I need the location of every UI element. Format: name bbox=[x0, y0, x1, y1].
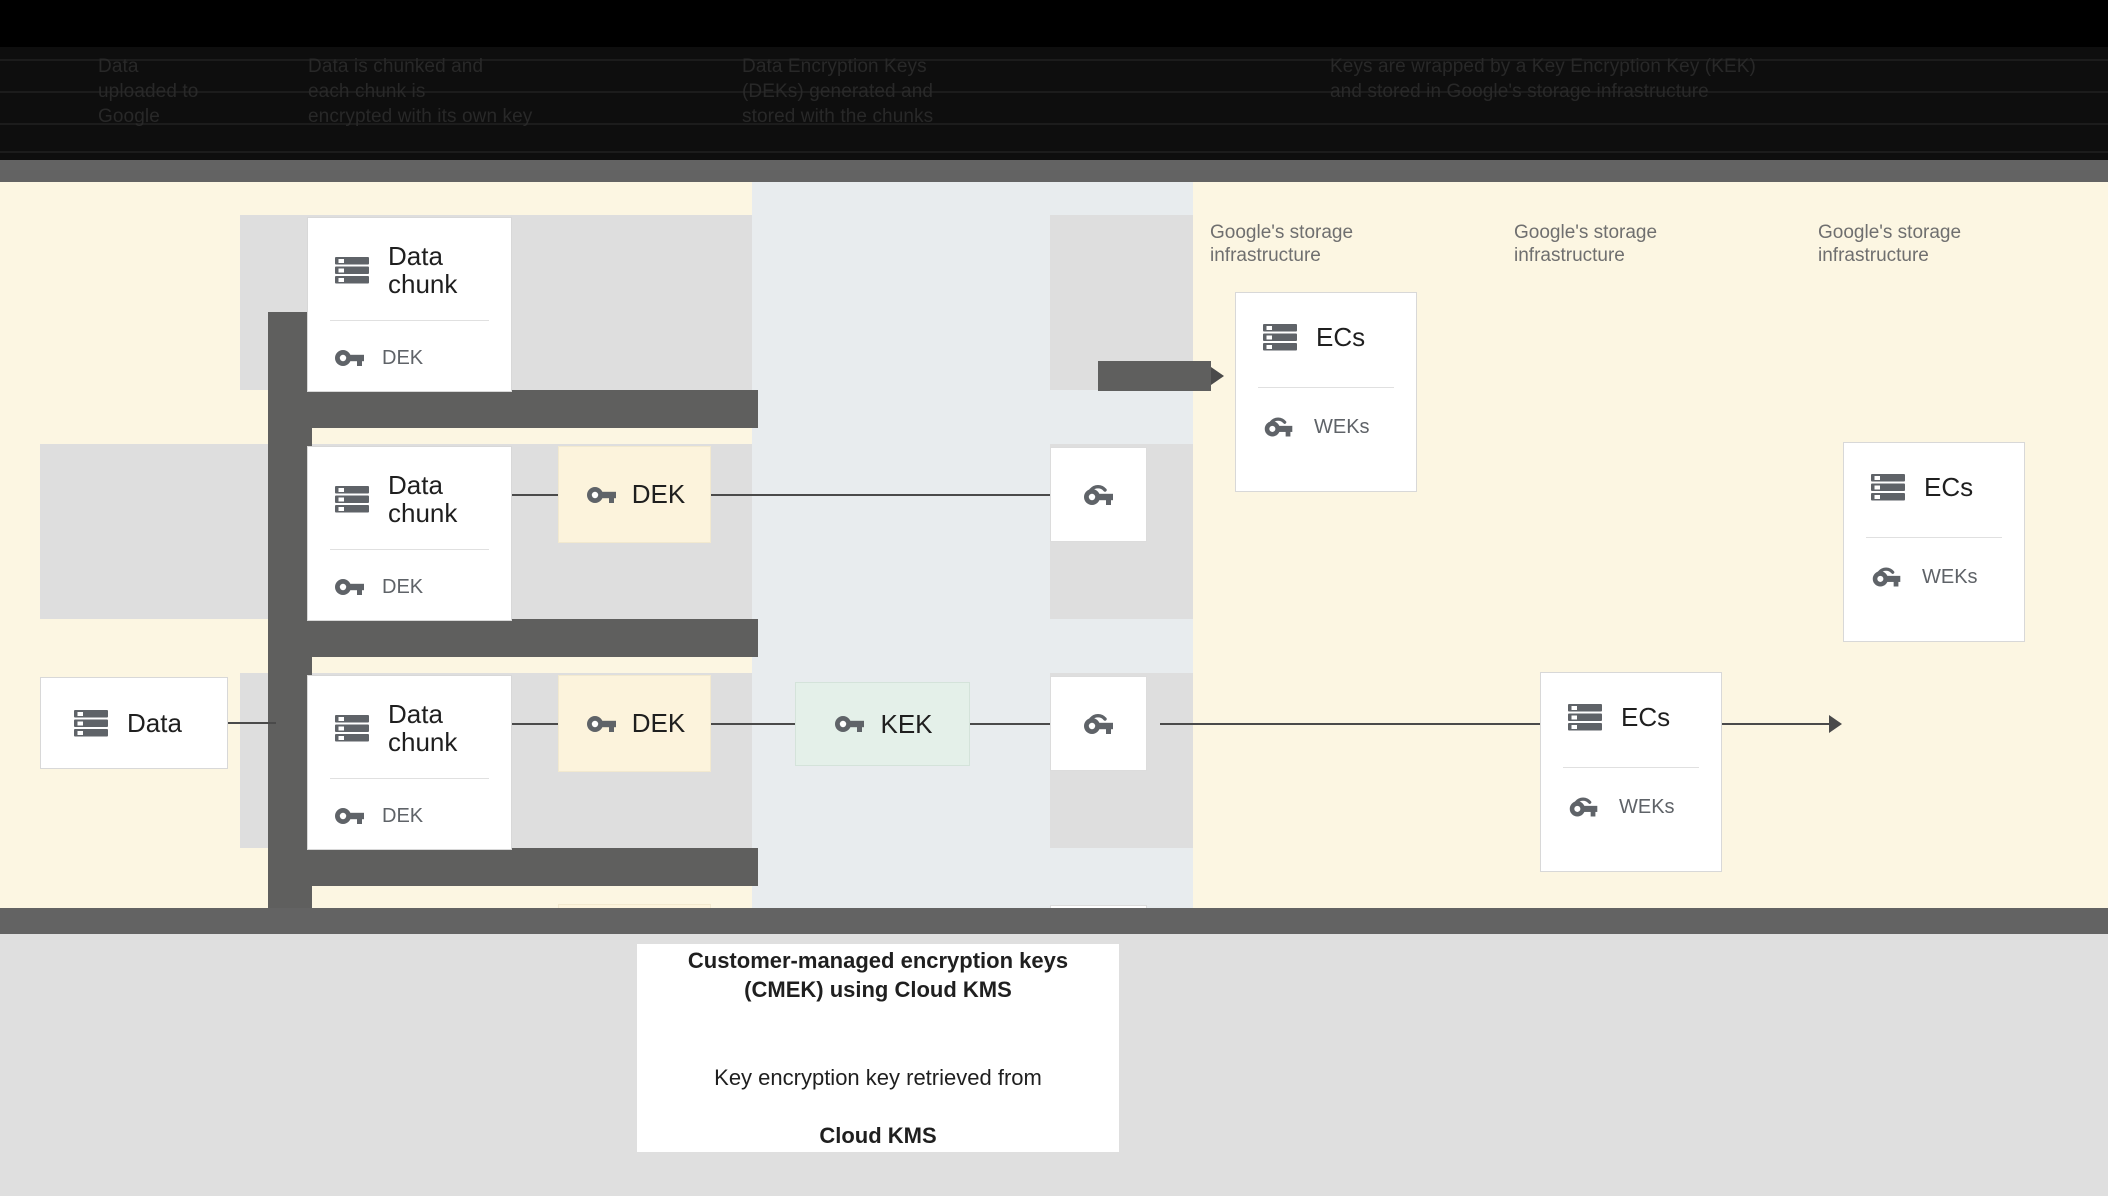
card-chunk-title: Data chunk bbox=[388, 699, 458, 757]
infra-label-1: Google's storage infrastructure bbox=[1210, 222, 1354, 266]
card-divider bbox=[1563, 767, 1699, 768]
diagram-canvas: Data Data chunk bbox=[0, 182, 2108, 1001]
card-chunk-key-label: DEK bbox=[382, 346, 424, 369]
line-chunk2-to-dek2 bbox=[511, 723, 559, 725]
connector-branch-2 bbox=[268, 619, 758, 657]
server-icon bbox=[332, 250, 372, 290]
card-ecs-3[interactable]: ECs WEKs bbox=[1540, 672, 1722, 872]
key-icon bbox=[332, 341, 366, 375]
caption-line-2b: Cloud KMS bbox=[819, 1123, 937, 1148]
wrapped-key-icon bbox=[1868, 558, 1906, 596]
card-divider bbox=[1866, 537, 2002, 538]
key-icon bbox=[832, 707, 866, 741]
server-icon bbox=[332, 708, 372, 748]
card-divider bbox=[1258, 387, 1394, 388]
line-kek-to-wrapped2 bbox=[968, 723, 1050, 725]
line-dek1-to-wrapped1 bbox=[710, 494, 1050, 496]
connector-branch-3 bbox=[268, 848, 758, 886]
line-data-to-trunk bbox=[228, 722, 276, 724]
card-data-chunk-2[interactable]: Data chunk DEK bbox=[307, 446, 512, 621]
wrapped-key-icon bbox=[1079, 475, 1119, 515]
infra-label-3: Google's storage infrastructure bbox=[1818, 222, 1962, 266]
key-icon bbox=[332, 570, 366, 604]
server-icon bbox=[1565, 697, 1605, 737]
server-icon bbox=[71, 703, 111, 743]
card-chunk-key-label: DEK bbox=[382, 804, 424, 827]
arrowhead-to-ec-2 bbox=[1829, 715, 1842, 733]
card-ecs-key-label: WEKs bbox=[1314, 415, 1370, 438]
grey-tint-source-row bbox=[40, 444, 240, 619]
card-ecs-2[interactable]: ECs WEKs bbox=[1843, 442, 2025, 642]
card-ecs-title: ECs bbox=[1924, 472, 1974, 502]
header-column-chunks: Data is chunked and each chunk is encryp… bbox=[308, 56, 533, 127]
header-band bbox=[0, 47, 2108, 160]
card-chunk-title: Data chunk bbox=[388, 241, 458, 299]
wrapped-key-icon bbox=[1565, 788, 1603, 826]
connector-branch-1 bbox=[268, 390, 758, 428]
caption-line-1: Customer-managed encryption keys (CMEK) … bbox=[687, 948, 1069, 1002]
card-data-source-title: Data bbox=[127, 708, 182, 738]
grey-tint-wrapped-row-1 bbox=[1050, 215, 1193, 390]
caption-line-2: Key encryption key retrieved from Cloud … bbox=[714, 1034, 1042, 1150]
card-ecs-title: ECs bbox=[1621, 702, 1671, 732]
card-divider bbox=[330, 549, 489, 550]
card-chunk-title: Data chunk bbox=[388, 470, 458, 528]
connector-wrapped-to-ec-1 bbox=[1098, 361, 1211, 391]
top-black-strip bbox=[0, 0, 2108, 47]
server-icon bbox=[1868, 467, 1908, 507]
card-ecs-title: ECs bbox=[1316, 322, 1366, 352]
line-wrapped2-to-ec2 bbox=[1160, 723, 1840, 725]
dek-box-2[interactable]: DEK bbox=[558, 675, 711, 772]
kek-box-label: KEK bbox=[880, 708, 933, 739]
server-icon bbox=[332, 479, 372, 519]
card-ecs-key-label: WEKs bbox=[1619, 795, 1675, 818]
key-icon bbox=[584, 707, 618, 741]
card-ecs-key-label: WEKs bbox=[1922, 565, 1978, 588]
line-chunk1-to-dek1 bbox=[511, 494, 559, 496]
dek-box-label: DEK bbox=[631, 708, 686, 738]
infra-label-2: Google's storage infrastructure bbox=[1514, 222, 1658, 266]
dek-box-label: DEK bbox=[631, 479, 686, 509]
card-chunk-key-label: DEK bbox=[382, 575, 424, 598]
header-divider-band bbox=[0, 160, 2108, 182]
card-data-chunk-1[interactable]: Data chunk DEK bbox=[307, 217, 512, 392]
caption-line-2a: Key encryption key retrieved from bbox=[714, 1065, 1042, 1090]
caption-card: Customer-managed encryption keys (CMEK) … bbox=[637, 944, 1119, 1152]
wrapped-key-icon bbox=[1079, 704, 1119, 744]
wrapped-key-icon bbox=[1260, 408, 1298, 446]
card-data-source[interactable]: Data bbox=[40, 677, 228, 769]
dek-box-1[interactable]: DEK bbox=[558, 446, 711, 543]
bottom-divider-band bbox=[0, 908, 2108, 934]
key-icon bbox=[584, 478, 618, 512]
server-icon bbox=[1260, 317, 1300, 357]
header-column-data: Data uploaded to Google bbox=[98, 56, 199, 127]
wrapped-key-box-1[interactable] bbox=[1050, 447, 1147, 542]
card-data-chunk-3[interactable]: Data chunk DEK bbox=[307, 675, 512, 850]
kek-box[interactable]: KEK bbox=[795, 682, 970, 766]
header-column-dek: Data Encryption Keys (DEKs) generated an… bbox=[742, 56, 934, 127]
arrowhead-to-ec-1 bbox=[1211, 367, 1224, 385]
header-column-storage: Keys are wrapped by a Key Encryption Key… bbox=[1330, 56, 1756, 102]
card-divider bbox=[330, 320, 489, 321]
card-divider bbox=[330, 778, 489, 779]
wrapped-key-box-2[interactable] bbox=[1050, 676, 1147, 771]
key-icon bbox=[332, 799, 366, 833]
card-ecs-1[interactable]: ECs WEKs bbox=[1235, 292, 1417, 492]
